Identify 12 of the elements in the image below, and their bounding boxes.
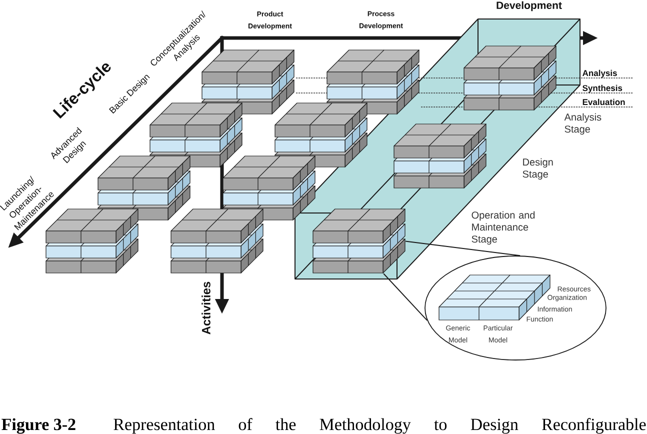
level-label: Evaluation <box>582 98 625 106</box>
leader-line <box>405 240 521 256</box>
stage-label: Operation and Maintenance Stage <box>472 211 535 245</box>
axis-label: Activities <box>202 282 210 334</box>
level-label: Synthesis <box>582 84 622 93</box>
axis-label: Development <box>496 1 562 12</box>
leader-line <box>383 273 428 321</box>
stage-label: Design Stage <box>522 158 553 180</box>
block-stack <box>312 208 406 274</box>
level-label: Analysis <box>582 70 617 78</box>
stage-label: Analysis Stage <box>564 113 602 135</box>
caption: Figure 3-2 Representation of the Methodology to Design Reconfigurable <box>2 418 646 434</box>
